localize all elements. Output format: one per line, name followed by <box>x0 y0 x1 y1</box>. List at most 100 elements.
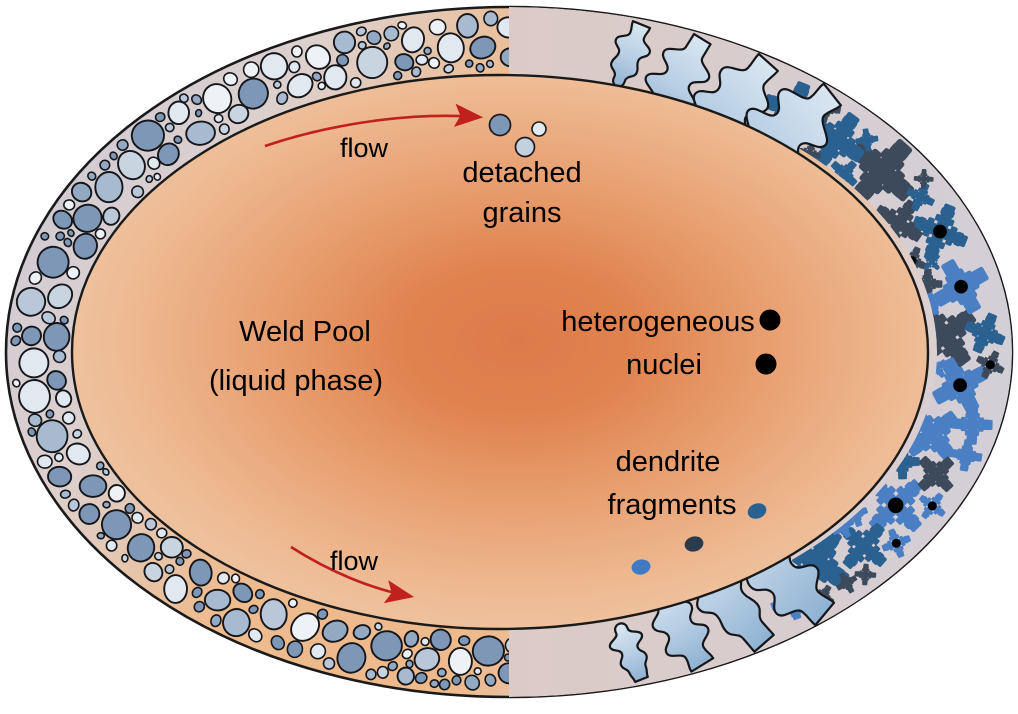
dendrite-cross <box>836 572 858 594</box>
dendrite-arm-shape <box>836 572 858 594</box>
equiaxed-grain <box>59 489 71 499</box>
dendrite-cross <box>964 312 1006 354</box>
equiaxed-grain <box>202 83 233 115</box>
equiaxed-grain <box>427 56 441 69</box>
equiaxed-grain <box>121 553 129 563</box>
equiaxed-grain <box>131 511 144 524</box>
dendrite-cross <box>854 563 877 586</box>
equiaxed-grain <box>458 635 471 647</box>
equiaxed-grain <box>54 452 64 463</box>
equiaxed-grain <box>336 642 367 674</box>
equiaxed-grain <box>143 561 164 583</box>
equiaxed-grain <box>415 54 429 66</box>
equiaxed-grain <box>503 653 509 662</box>
equiaxed-grain <box>42 322 71 352</box>
equiaxed-grain <box>222 608 251 638</box>
equiaxed-grain <box>376 665 390 679</box>
equiaxed-grain <box>355 26 367 37</box>
equiaxed-grain <box>178 93 189 104</box>
flow-arrows <box>264 103 484 604</box>
equiaxed-grain <box>181 548 192 559</box>
equiaxed-grain <box>382 42 391 51</box>
diagram-text-labels: flow flow detached grains Weld Pool (liq… <box>209 133 755 576</box>
dendrite-nucleus-dot <box>927 501 937 511</box>
equiaxed-grain <box>131 185 145 199</box>
equiaxed-grain <box>55 231 66 242</box>
equiaxed-grain <box>400 26 426 54</box>
equiaxed-grain <box>78 503 101 525</box>
dendrite-arm-shape <box>923 253 941 271</box>
equiaxed-grain <box>336 53 350 67</box>
dendrite-arm-shape <box>950 439 983 472</box>
equiaxed-grain <box>321 619 349 643</box>
equiaxed-grain <box>366 30 382 46</box>
equiaxed-grain <box>276 91 289 106</box>
equiaxed-grain <box>193 600 206 613</box>
equiaxed-grain <box>102 467 110 476</box>
detached-grains-label-line1: detached <box>462 157 581 189</box>
dendrite-nucleus-dot <box>954 279 968 294</box>
equiaxed-grain <box>403 630 420 648</box>
equiaxed-grain <box>117 150 146 181</box>
equiaxed-grain <box>100 509 133 541</box>
dendrite-arm-shape <box>905 182 935 212</box>
dendrite-cross <box>923 253 941 271</box>
equiaxed-grain <box>405 659 414 669</box>
dendrite-nucleus-dot <box>953 378 967 393</box>
equiaxed-grain <box>194 108 203 118</box>
equiaxed-grain <box>95 461 105 471</box>
equiaxed-grain <box>356 45 389 80</box>
equiaxed-grain <box>156 527 168 539</box>
equiaxed-grain <box>436 667 447 678</box>
equiaxed-grain <box>59 315 69 325</box>
equiaxed-grain <box>52 209 74 230</box>
equiaxed-grain <box>254 588 265 600</box>
dendrite-cross <box>855 128 879 152</box>
dendrite-cross <box>905 182 935 212</box>
equiaxed-grain <box>185 120 216 146</box>
equiaxed-grain <box>36 245 70 279</box>
equiaxed-grain <box>497 662 509 685</box>
equiaxed-grain <box>124 502 136 514</box>
heterogeneous-nuclei-dots <box>755 309 781 375</box>
equiaxed-grain <box>12 322 23 333</box>
equiaxed-grain <box>99 159 111 171</box>
equiaxed-grain <box>67 228 75 238</box>
equiaxed-grain <box>232 582 254 603</box>
equiaxed-grain <box>438 678 451 691</box>
equiaxed-grain <box>396 666 415 686</box>
equiaxed-grain <box>15 286 47 317</box>
dendrite-nucleus-dot <box>985 360 995 370</box>
equiaxed-grain <box>447 646 473 676</box>
heterogeneous-label: heterogeneous <box>561 306 755 338</box>
equiaxed-grain <box>290 612 321 642</box>
equiaxed-grain <box>153 551 164 561</box>
equiaxed-grain <box>259 598 288 631</box>
equiaxed-grain <box>230 573 241 584</box>
equiaxed-grain <box>154 111 166 123</box>
equiaxed-grain <box>485 59 495 69</box>
equiaxed-grain <box>304 44 332 70</box>
dendrite-arm-shape <box>849 138 915 204</box>
equiaxed-grain <box>484 673 497 687</box>
dendrite-cross <box>913 168 934 189</box>
dendrite-fragment <box>684 536 704 552</box>
equiaxed-grain <box>332 30 357 55</box>
equiaxed-grain <box>270 635 286 651</box>
equiaxed-grain <box>116 138 129 152</box>
dendrite-cross <box>951 403 993 445</box>
equiaxed-grain <box>464 59 474 68</box>
equiaxed-grain <box>167 100 190 126</box>
equiaxed-grain <box>153 172 162 181</box>
equiaxed-grain <box>63 237 73 248</box>
dendrite-nucleus-dot <box>887 497 904 514</box>
equiaxed-grain <box>374 622 383 631</box>
dendrite-nucleus-dot <box>891 538 901 548</box>
equiaxed-grain <box>475 62 485 73</box>
equiaxed-grain <box>10 335 22 347</box>
equiaxed-grain <box>471 635 505 667</box>
equiaxed-grain <box>218 123 230 135</box>
equiaxed-grain <box>247 628 263 643</box>
equiaxed-grain <box>387 660 399 672</box>
equiaxed-grain <box>352 624 372 641</box>
